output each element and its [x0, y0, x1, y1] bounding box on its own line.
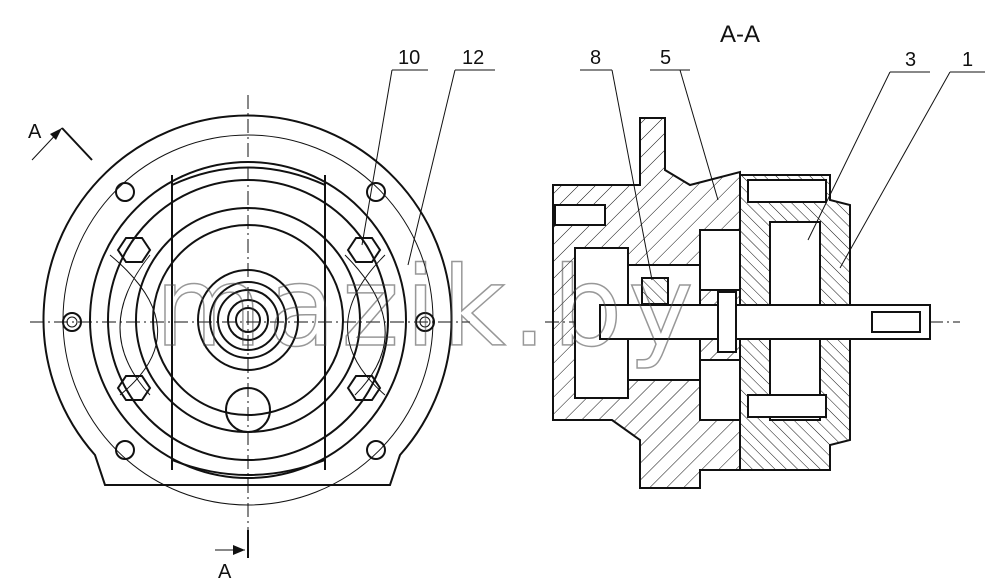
section-mark-bottom: A [218, 561, 232, 583]
leader-8 [611, 69, 653, 281]
bolt-lower [747, 394, 827, 418]
hex-nut-bottom-right [346, 375, 382, 401]
leader-12 [407, 69, 456, 266]
bolt-upper [747, 179, 827, 203]
front-view [30, 69, 495, 558]
callout-12: 12 [462, 47, 484, 69]
inner-flange-circle [89, 161, 407, 479]
shaft-ring-2 [209, 281, 287, 359]
spring-curve-2 [119, 254, 151, 396]
section-line-top [61, 127, 93, 161]
section-mark-top: A [28, 121, 42, 143]
watermark: mazik.by [155, 243, 699, 371]
bolt-hole-left-inner [66, 316, 78, 328]
slot-top-arc [171, 166, 326, 186]
plate [717, 291, 737, 353]
shaft-ring-4 [227, 299, 269, 341]
bolt-hole-bottom-left [115, 440, 135, 460]
stud-left [554, 204, 606, 226]
spring-curve-4 [347, 254, 386, 396]
leader-5 [679, 69, 719, 201]
housing-outline [42, 114, 453, 486]
leader-10 [361, 69, 393, 246]
section-view [545, 69, 985, 489]
bolt-hole-right-inner [419, 316, 431, 328]
inner-bore-circle [107, 179, 389, 461]
section-title: A-A [720, 21, 760, 48]
section-arrowhead-top [50, 128, 62, 140]
spring-curve-3 [344, 254, 386, 396]
leader-1 [839, 71, 951, 269]
spring-curve-1 [109, 254, 158, 396]
bolt-hole-left [62, 312, 82, 332]
shaft-seal [641, 277, 669, 305]
callout-10: 10 [398, 47, 420, 69]
callout-5: 5 [660, 47, 671, 69]
callout-1: 1 [962, 49, 973, 71]
rotor-inner-circle [152, 224, 344, 416]
shaft-ring-outer [197, 269, 299, 371]
hex-nut-top-left [116, 237, 152, 263]
shaft-ring-3 [217, 289, 279, 351]
hex-nut-bottom-left [116, 375, 152, 401]
leader-3 [807, 71, 891, 241]
hex-nut-top-right [346, 237, 382, 263]
shaft-core [235, 307, 261, 333]
bolt-hole-right [415, 312, 435, 332]
slot-bottom-arc [171, 459, 326, 476]
shaft-key [871, 311, 921, 333]
bolt-hole-top-left [115, 182, 135, 202]
callout-8: 8 [590, 47, 601, 69]
callout-3: 3 [905, 49, 916, 71]
bolt-hole-bottom-right [366, 440, 386, 460]
bolt-hole-top-right [366, 182, 386, 202]
lower-port-circle [225, 387, 271, 433]
section-arrowhead-bottom [233, 545, 245, 555]
